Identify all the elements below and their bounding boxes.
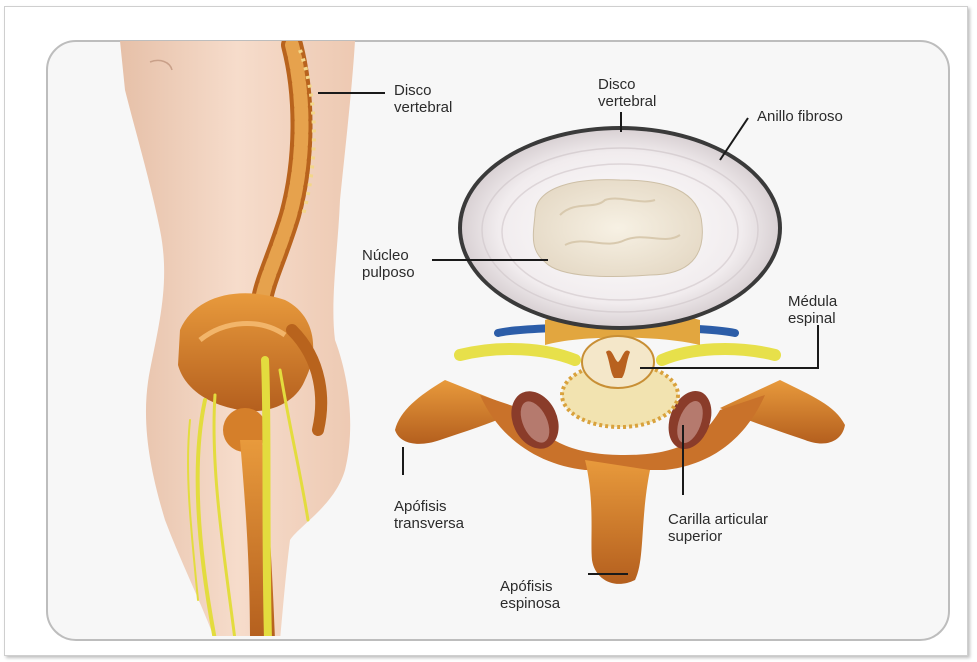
spinal-cord	[582, 336, 654, 388]
label-disco-vertebral-top: Disco vertebral	[598, 76, 656, 110]
vertebra-top-view	[395, 363, 845, 584]
label-anillo-fibroso: Anillo fibroso	[757, 108, 843, 125]
nucleus-pulposus	[533, 180, 702, 277]
label-apofisis-espinosa: Apófisis espinosa	[500, 578, 560, 612]
label-carilla-articular-superior: Carilla articular superior	[668, 511, 768, 545]
label-nucleo-pulposo: Núcleo pulposo	[362, 247, 415, 281]
label-medula-espinal: Médula espinal	[788, 293, 837, 327]
leader-anillo	[720, 118, 748, 160]
label-apofisis-transversa: Apófisis transversa	[394, 498, 464, 532]
label-disco-vertebral-side: Disco vertebral	[394, 82, 452, 116]
